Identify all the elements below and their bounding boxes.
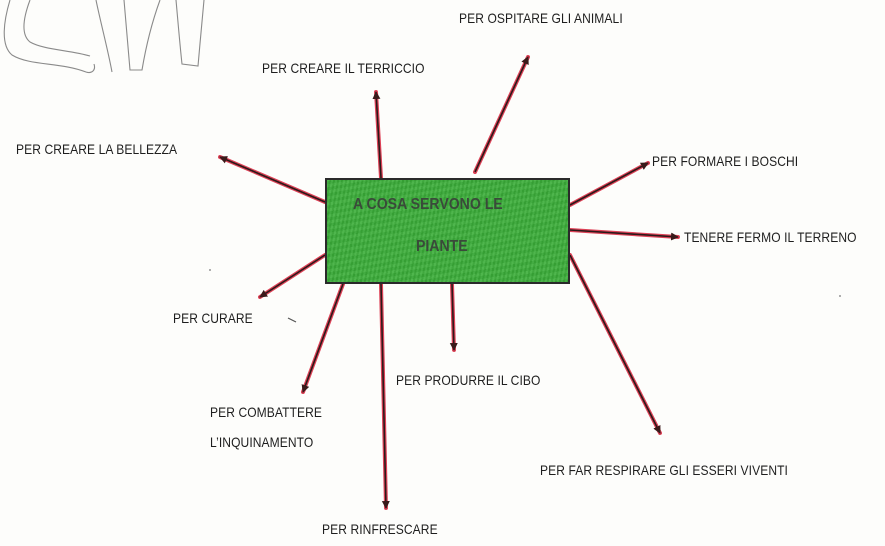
arrow-inquinamento [301, 282, 345, 394]
arrow-terreno [568, 228, 680, 241]
arrow-cibo [449, 282, 458, 352]
pencil-sketch [3, 0, 205, 74]
arrow-rinfrescare [379, 282, 390, 510]
arrow-boschi [568, 161, 650, 207]
branch-label-bellezza: PER CREARE LA BELLEZZA [16, 141, 178, 157]
branch-label-inquinamento-line2: L’INQUINAMENTO [210, 434, 314, 450]
branch-label-cibo: PER PRODURRE IL CIBO [396, 372, 541, 388]
branch-label-terriccio: PER CREARE IL TERRICCIO [262, 60, 425, 76]
branch-label-ospitare: PER OSPITARE GLI ANIMALI [459, 10, 623, 26]
central-topic-box [325, 178, 570, 284]
branch-label-inquinamento-line1: PER COMBATTERE [210, 404, 323, 420]
arrow-bellezza [218, 155, 327, 204]
branch-label-respirare: PER FAR RESPIRARE GLI ESSERI VIVENTI [540, 462, 788, 478]
arrow-curare [258, 253, 327, 299]
stray-dot [209, 269, 211, 271]
stray-dot [839, 295, 841, 297]
arrow-ospitare [473, 55, 530, 174]
central-topic-line2: PIANTE [416, 238, 468, 255]
branch-label-rinfrescare: PER RINFRESCARE [322, 521, 438, 537]
branch-label-boschi: PER FORMARE I BOSCHI [652, 153, 799, 169]
branch-label-terreno: TENERE FERMO IL TERRENO [684, 229, 857, 245]
central-topic-line1: A COSA SERVONO LE [353, 196, 503, 213]
branch-label-curare: PER CURARE [173, 310, 253, 326]
stray-pen-mark [287, 317, 297, 323]
arrow-respirare [568, 253, 662, 435]
arrow-terriccio [372, 90, 383, 180]
